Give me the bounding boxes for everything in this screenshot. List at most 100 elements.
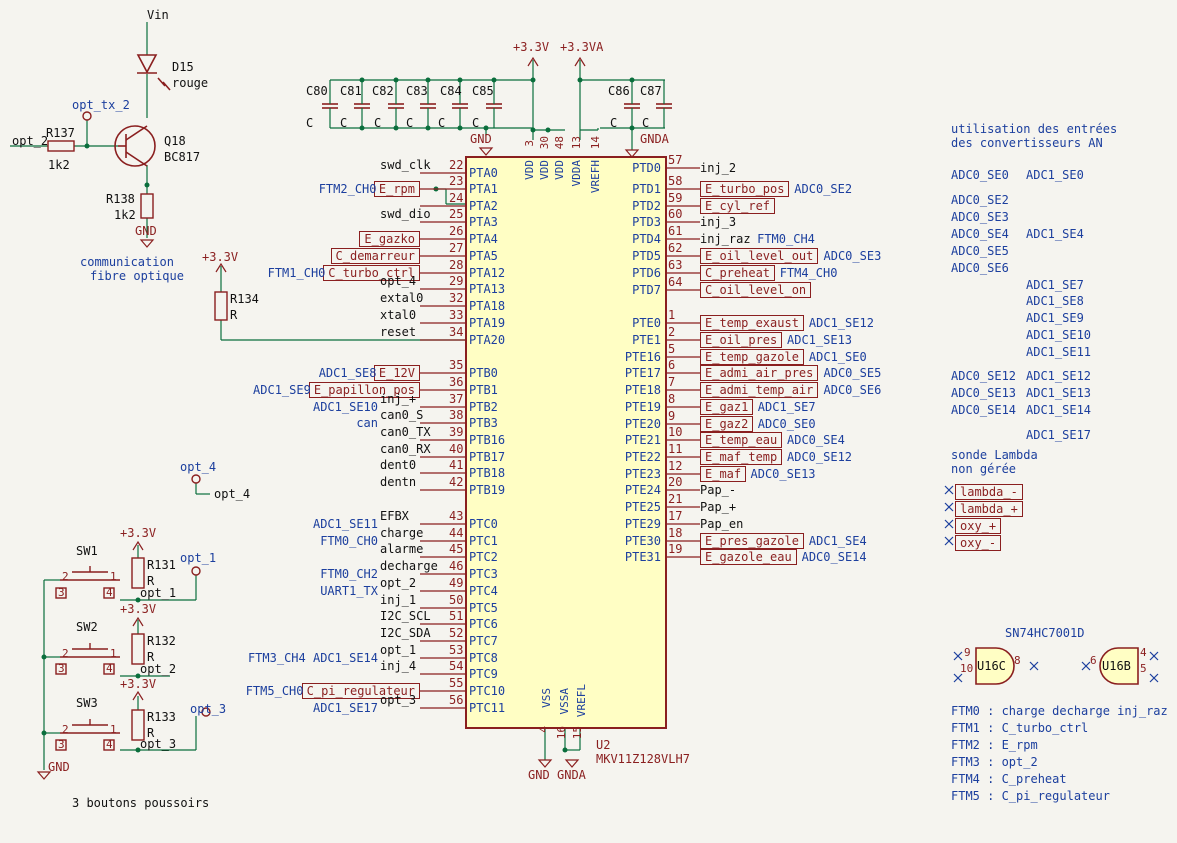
r131-value: R <box>147 574 155 588</box>
pin-name-ptd1: PTD1 <box>632 182 661 196</box>
pin-name-ptb0: PTB0 <box>469 366 498 380</box>
pin-name-ptc3: PTC3 <box>469 567 498 581</box>
sw3-pin1: 1 <box>110 723 117 736</box>
pin-num-ptc4: 49 <box>449 576 464 590</box>
pin-name-pte19: PTE19 <box>624 400 661 414</box>
tag-ptb2: ADC1_SE10 <box>312 400 378 414</box>
adc-note-col1-item: ADC1_SE10 <box>1026 328 1092 342</box>
adc-note-col0-item: ADC0_SE0 <box>951 168 1009 182</box>
label-pte19: E_gaz1 <box>700 399 754 415</box>
label-pte18: E_admi_temp_air <box>700 382 819 398</box>
cap-val-c85: C <box>472 116 480 130</box>
pin-name-ptc11: PTC11 <box>469 701 506 715</box>
adc-note-title-1: utilisation des entrées <box>951 122 1118 136</box>
tag-pte21: ADC0_SE4 <box>787 433 845 447</box>
pin-name-pte22: PTE22 <box>624 450 661 464</box>
label-ptd2: E_cyl_ref <box>700 198 776 214</box>
pin-name-pte1: PTE1 <box>632 333 661 347</box>
tag-pte30: ADC1_SE4 <box>808 534 867 548</box>
oxy-minus-label: oxy_- <box>955 535 1002 551</box>
ftm-note-2: FTM2 : E_rpm <box>951 738 1038 752</box>
sw2-net-label: opt_2 <box>140 662 177 676</box>
net-ptc4: opt_2 <box>380 576 417 590</box>
adc-note-col1-item: ADC1_SE4 <box>1026 227 1084 241</box>
pin-name-ptb1: PTB1 <box>469 383 498 397</box>
pin-num-pta3: 25 <box>449 207 464 221</box>
tag-pte1: ADC1_SE13 <box>787 333 853 347</box>
r134-ref: R134 <box>230 292 259 306</box>
adc-note-col1-item: ADC1_SE13 <box>1026 386 1092 400</box>
pin-name-pte0: PTE0 <box>632 316 661 330</box>
pin-num-pte0: 1 <box>668 308 676 322</box>
pin-name-ptd0: PTD0 <box>632 161 661 175</box>
pin-name-ptd6: PTD6 <box>632 266 661 280</box>
buttons-note: 3 boutons poussoirs <box>72 796 210 810</box>
label-pte30: E_pres_gazole <box>700 533 804 549</box>
pin-name-pta0: PTA0 <box>469 166 498 180</box>
pin-num-ptc11: 56 <box>449 693 464 707</box>
opt4-testpoint-label: opt_4 <box>180 460 217 474</box>
pin-name-vrefh: VREFH <box>589 160 602 194</box>
gnd-label-u2: GND <box>528 768 550 782</box>
ftm-note-1: FTM1 : C_turbo_ctrl <box>951 721 1089 735</box>
net-ptb17: can0_RX <box>380 442 431 456</box>
pin-num-ptd1: 58 <box>668 174 683 188</box>
adc-note-col0-item: ADC0_SE6 <box>951 261 1009 275</box>
net-ptc1: charge <box>380 526 424 540</box>
v33-label-sw3: +3.3V <box>120 677 157 691</box>
net-ptc9: inj_4 <box>380 659 417 673</box>
pin-num-pta0: 22 <box>449 158 464 172</box>
adc-note-col1-item: ADC1_SE7 <box>1026 278 1084 292</box>
r138-value: 1k2 <box>114 208 136 222</box>
pin-num-ptb1: 36 <box>449 375 464 389</box>
net-ptc3: decharge <box>380 559 438 573</box>
transistor-ref: Q18 <box>164 134 186 148</box>
pin-num-ptc0: 43 <box>449 509 464 523</box>
r138-ref: R138 <box>106 192 135 206</box>
cap-ref-c82: C82 <box>372 84 394 98</box>
gnd-label-q18: GND <box>135 224 157 238</box>
pin-name-pte23: PTE23 <box>624 467 661 481</box>
sw1-pin3: 3 <box>58 586 65 599</box>
pin-num-ptc10: 55 <box>449 676 464 690</box>
pin-name-ptc6: PTC6 <box>469 617 498 631</box>
tag-pte17: ADC0_SE5 <box>823 366 882 380</box>
u16b-pin5: 5 <box>1140 662 1147 675</box>
pin-name-pte30: PTE30 <box>624 534 661 548</box>
pin-name-pte18: PTE18 <box>624 383 661 397</box>
label-ptc10: C_pi_regulateur <box>301 683 420 699</box>
pin-name-vss: VSS <box>540 688 553 708</box>
u16c-pin9: 9 <box>964 646 971 659</box>
net-ptb3: can0_S <box>380 408 424 422</box>
label-pta5: C_demarreur <box>330 248 420 264</box>
pin-name-ptb3: PTB3 <box>469 416 498 430</box>
pin-num-pte23: 12 <box>668 459 683 473</box>
pin-num-pte1: 2 <box>668 325 676 339</box>
net-ptc6: I2C_SCL <box>380 609 431 623</box>
net-pta20: reset <box>380 325 417 339</box>
pin-num-pta20: 34 <box>449 325 464 339</box>
pin-name-vdd-48: VDD <box>553 160 566 180</box>
pin-num-vdd-3: 3 <box>523 140 536 147</box>
label-pte16: E_temp_gazole <box>700 349 804 365</box>
pin-num-pta12: 28 <box>449 258 464 272</box>
pin-name-ptc2: PTC2 <box>469 550 498 564</box>
label-ptb1: E_papillon_pos <box>308 382 420 398</box>
net-ptd4: inj_raz <box>700 232 751 246</box>
pin-num-ptc2: 45 <box>449 542 464 556</box>
net-ptc11: opt_3 <box>380 693 417 707</box>
sw3-pin3: 3 <box>58 738 65 751</box>
label-pte1: E_oil_pres <box>700 332 783 348</box>
label-pta1: E_rpm <box>373 181 420 197</box>
pin-num-ptc3: 46 <box>449 559 464 573</box>
pin-num-pte17: 6 <box>668 358 676 372</box>
r133-value: R <box>147 726 155 740</box>
r132-value: R <box>147 650 155 664</box>
tag-ptc3: FTM0_CH2 <box>320 567 378 581</box>
pin-num-pta13: 29 <box>449 274 464 288</box>
pin-num-ptb19: 42 <box>449 475 464 489</box>
pin-num-vss: 4 <box>537 726 550 733</box>
lambda-note-2: non gérée <box>951 462 1017 476</box>
pin-num-ptd3: 60 <box>668 207 683 221</box>
pin-name-pte20: PTE20 <box>624 417 661 431</box>
